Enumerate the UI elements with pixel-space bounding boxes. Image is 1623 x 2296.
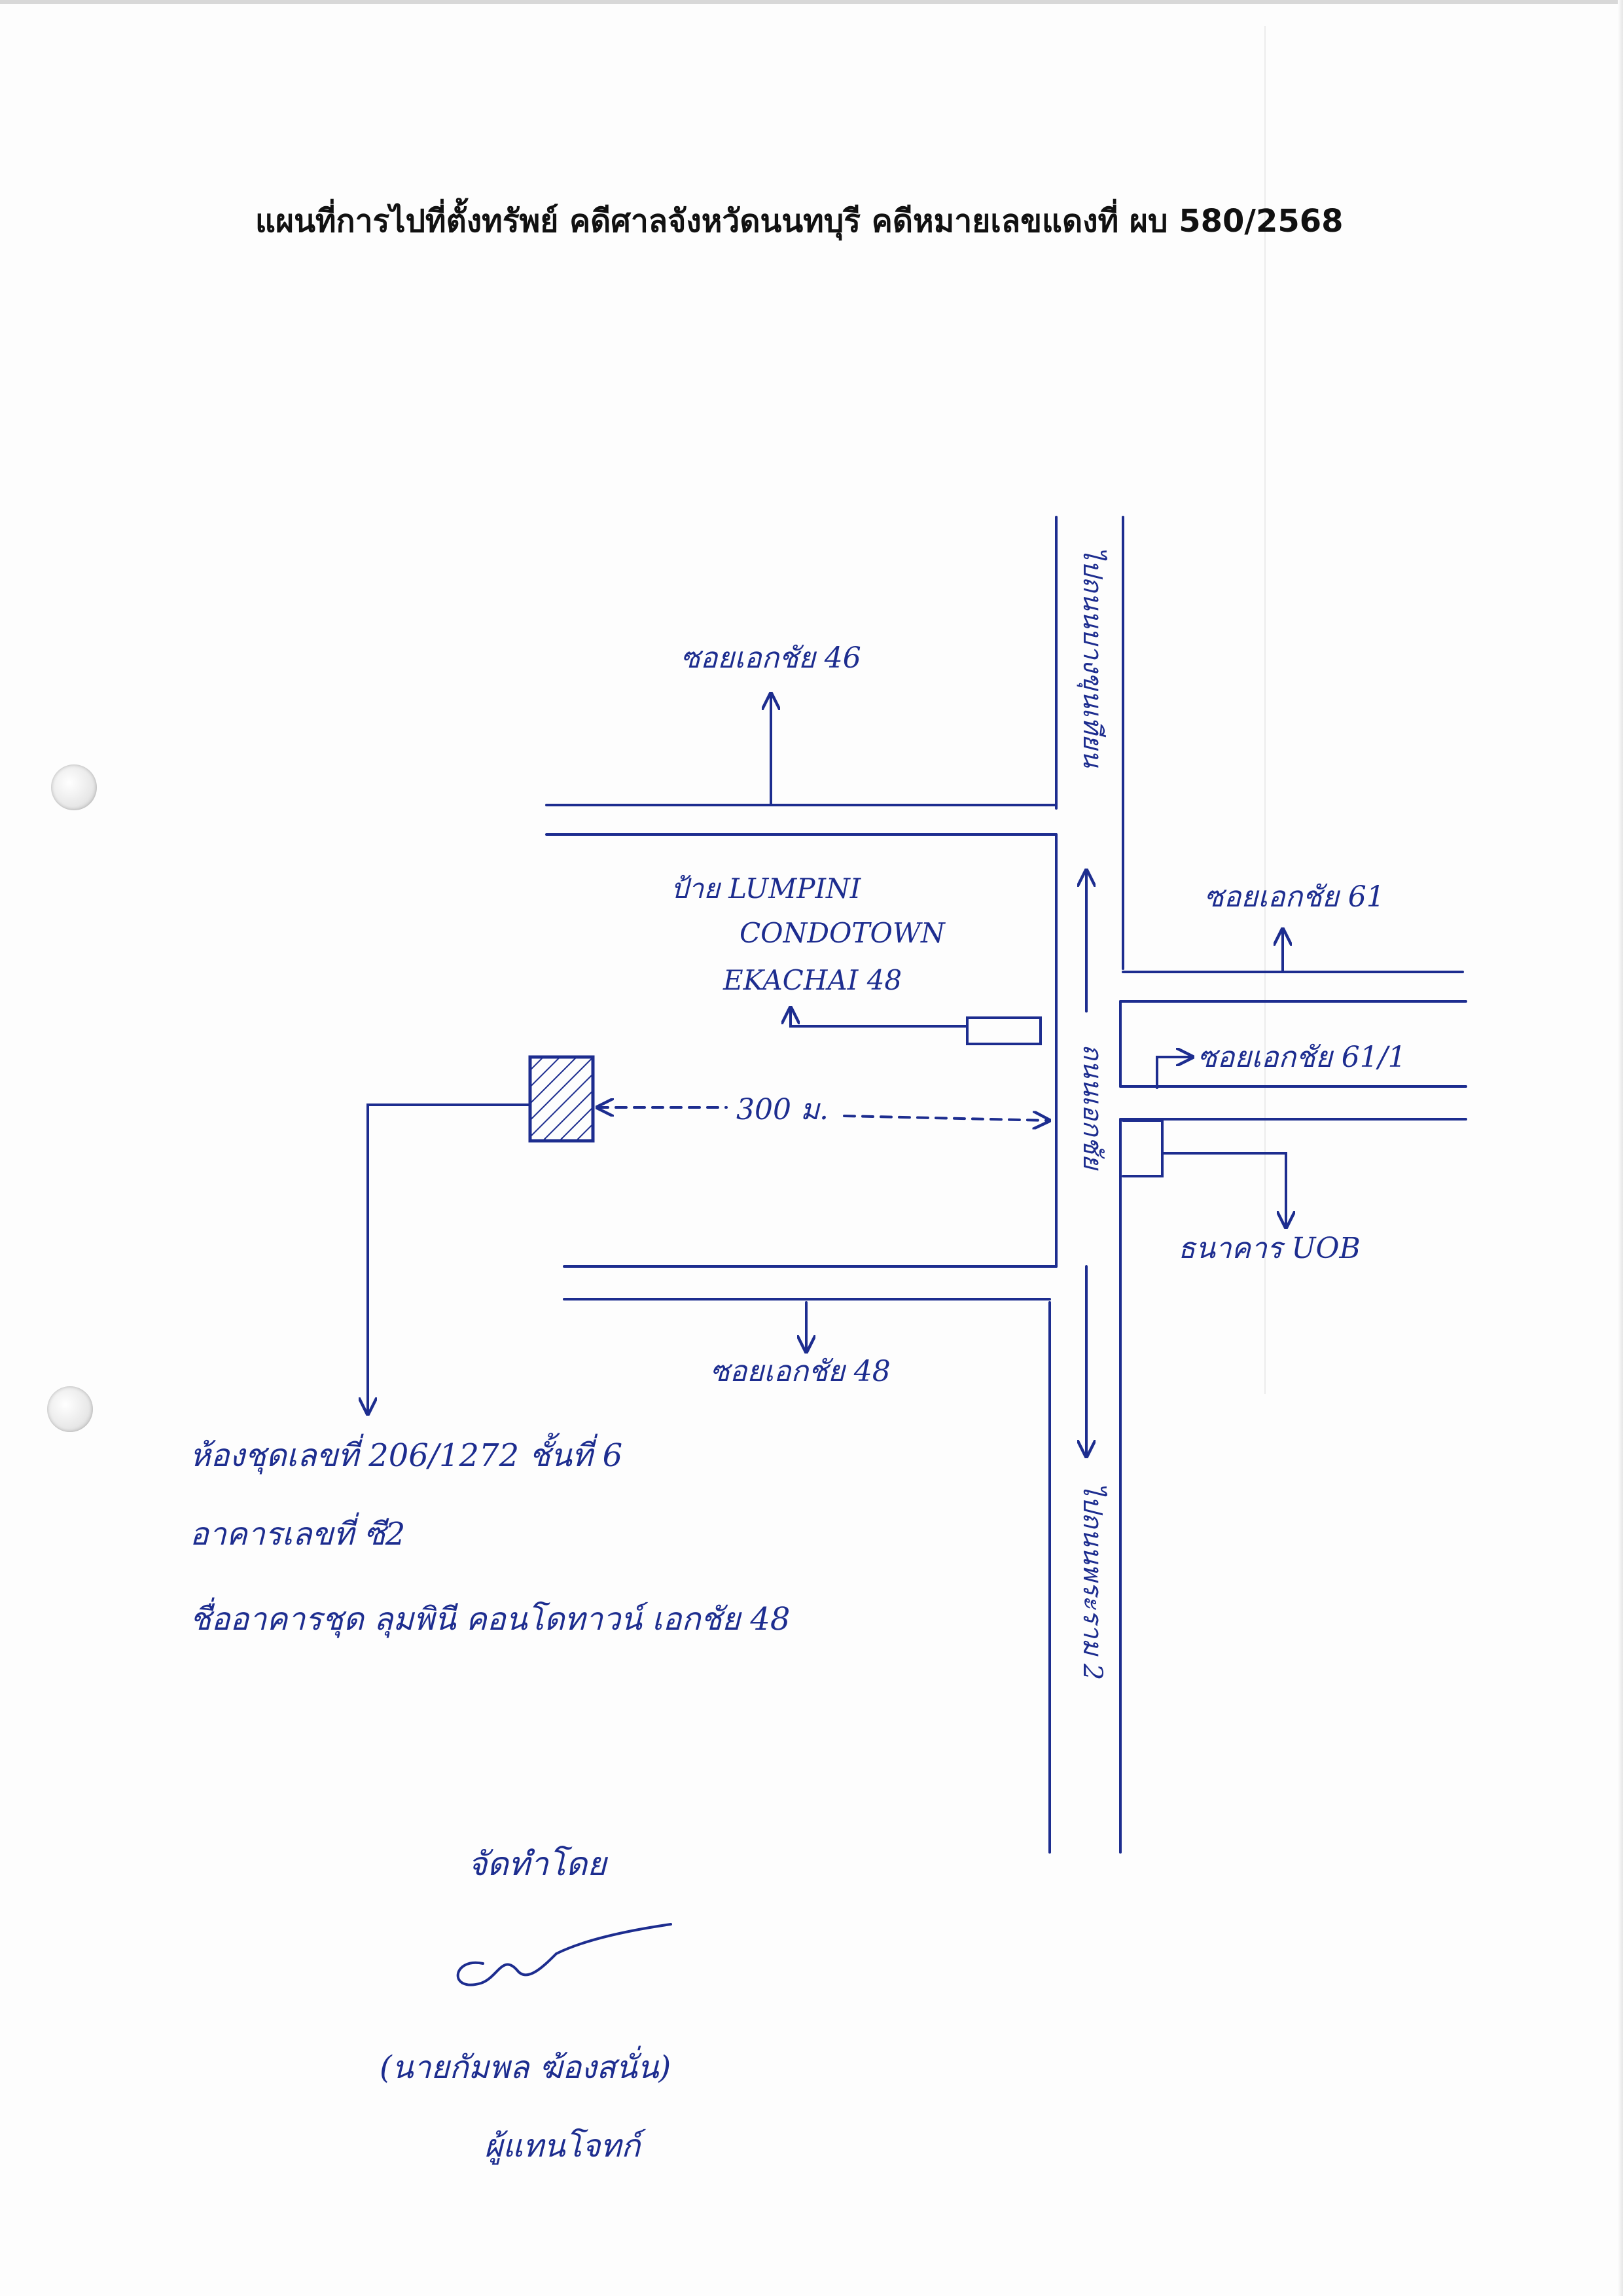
road-bottom-label: ไปถนนพระราม 2 xyxy=(1077,1482,1107,1680)
prepared-by-label: จัดทำโดย xyxy=(468,1845,609,1883)
distance-label: 300 ม. xyxy=(736,1093,829,1126)
paper-top-edge xyxy=(0,0,1623,4)
lumpini-sign-arrow xyxy=(791,1008,969,1028)
road-top-label: ไปถนนบางขุนเทียน xyxy=(1077,547,1107,768)
lumpini-sign-label-2: CONDOTOWN xyxy=(740,917,946,949)
property-pointer-arrow xyxy=(368,1103,530,1414)
property-unit-line: ห้องชุดเลขที่ 206/1272 ชั้นที่ 6 xyxy=(190,1433,622,1475)
soi-61-1-label: ซอยเอกชัย 61/1 xyxy=(1198,1041,1406,1074)
lumpini-sign-label-3: EKACHAI 48 xyxy=(722,964,902,996)
punch-hole-bottom xyxy=(47,1386,93,1432)
uob-bank-arrow xyxy=(1161,1152,1286,1227)
property-building-marker xyxy=(528,1055,595,1143)
uob-bank-marker xyxy=(1122,1119,1164,1177)
main-road-label: ถนนเอกชัย xyxy=(1077,1044,1107,1171)
paper-right-edge xyxy=(1618,0,1623,2296)
signature-scribble xyxy=(456,1923,672,1986)
uob-bank-label: ธนาคาร UOB xyxy=(1178,1232,1361,1265)
soi-61-1-arrow xyxy=(1156,1057,1192,1089)
soi-48-label: ซอยเอกชัย 48 xyxy=(710,1355,891,1388)
paper-fold-line xyxy=(1264,26,1266,1394)
punch-hole-top xyxy=(51,764,97,810)
soi-46-label: ซอยเอกชัย 46 xyxy=(681,641,861,675)
lumpini-sign-label-1: ป้าย LUMPINI xyxy=(671,872,862,905)
property-building-line: อาคารเลขที่ ซี2 xyxy=(190,1512,405,1552)
lumpini-sign-box xyxy=(966,1016,1042,1045)
document-title: แผนที่การไปที่ตั้งทรัพย์ คดีศาลจังหวัดนน… xyxy=(255,203,1344,240)
signer-name: (นายกัมพล ฆ้องสนั่น) xyxy=(380,2045,671,2086)
distance-dash-right xyxy=(843,1116,1049,1121)
soi-61-label: ซอยเอกชัย 61 xyxy=(1204,880,1385,914)
property-condo-line: ชื่ออาคารชุด ลุมพินี คอนโดทาวน์ เอกชัย 4… xyxy=(190,1597,790,1638)
signer-role: ผู้แทนโจทก์ xyxy=(484,2128,646,2165)
